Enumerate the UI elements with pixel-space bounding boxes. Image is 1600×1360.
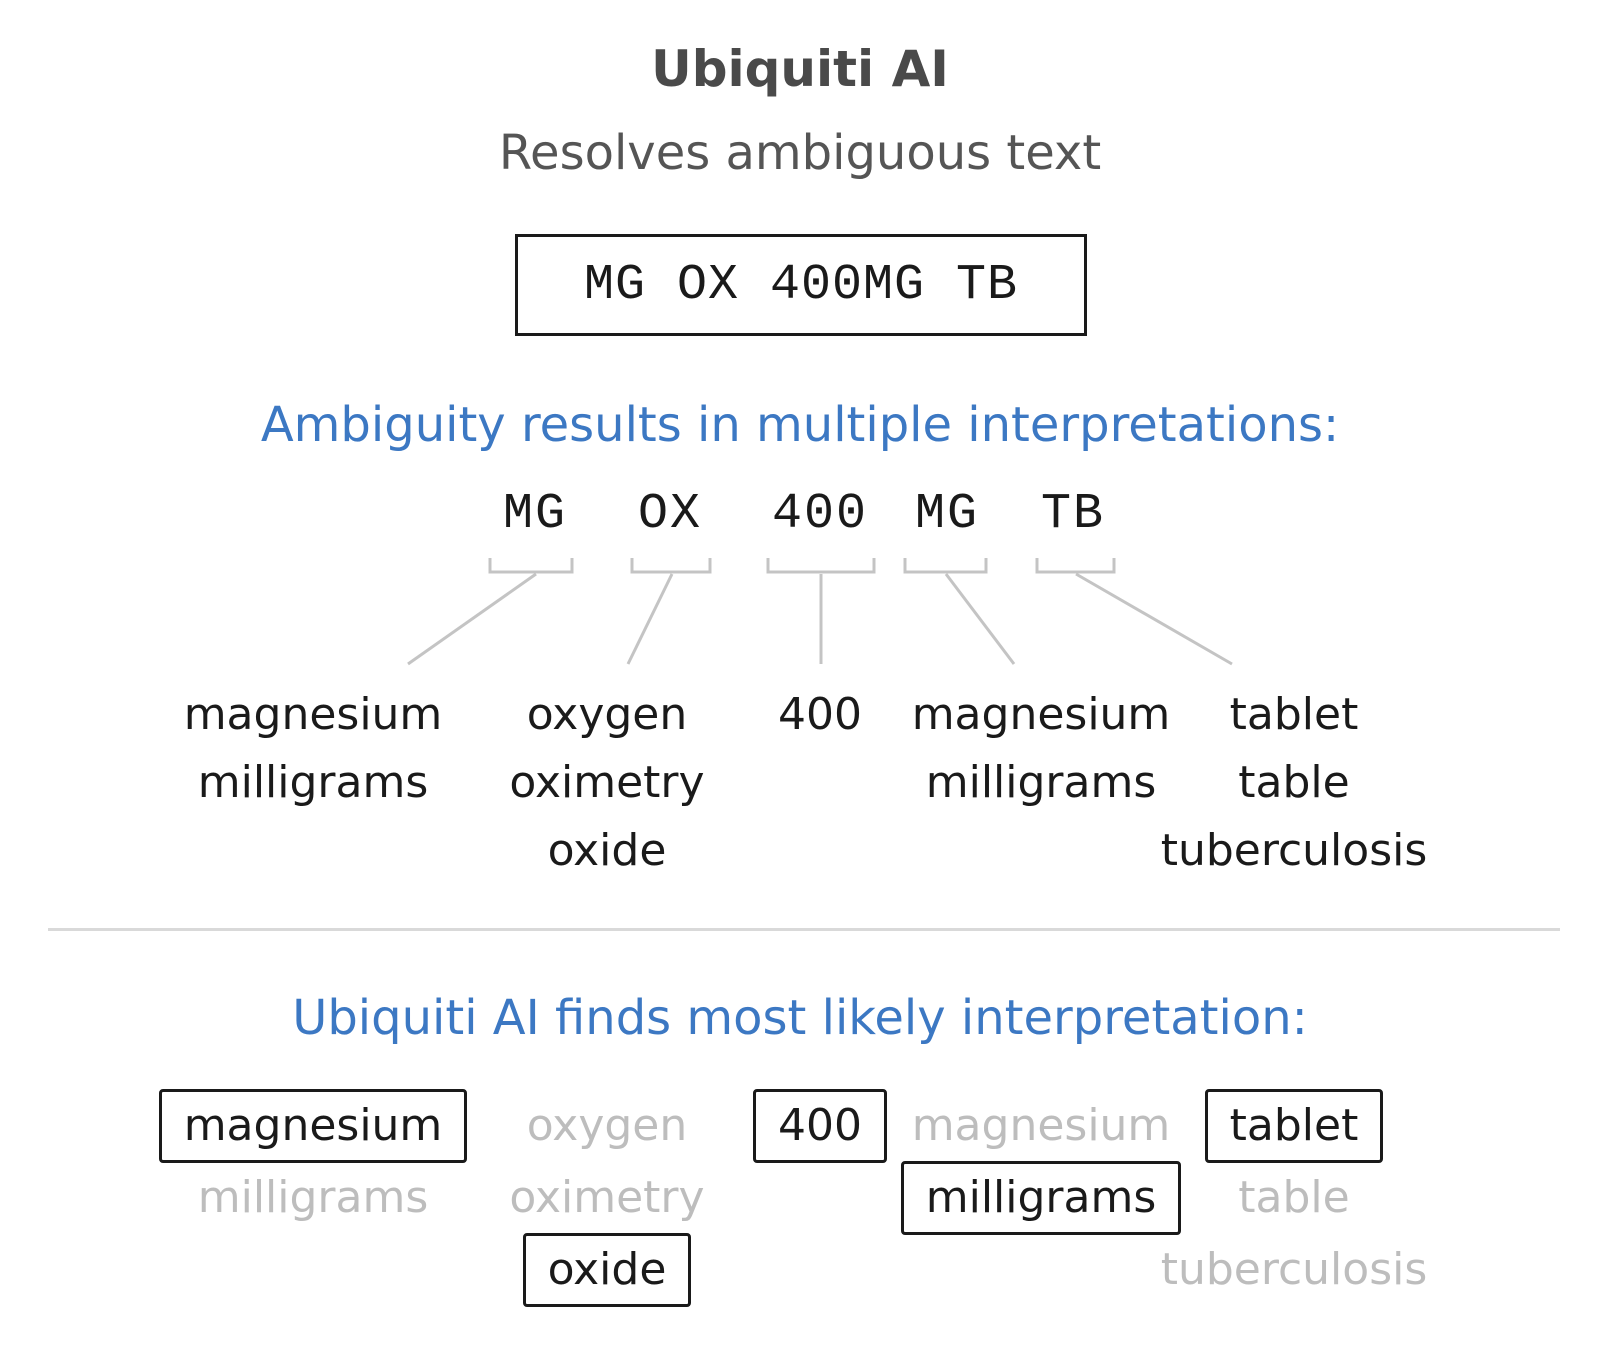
bracket-400 — [766, 558, 876, 574]
section-divider — [48, 928, 1560, 931]
input-text-box: MG OX 400MG TB — [515, 234, 1087, 336]
result-option-tablet: tablet — [1204, 1089, 1384, 1163]
interpretation-column-400: 400 — [670, 681, 970, 749]
result-column-400: 400 — [655, 1089, 985, 1163]
result-column-tb: tablet table tuberculosis — [1129, 1089, 1459, 1306]
option-milligrams: milligrams — [925, 757, 1157, 808]
result-column-mg-2: magnesium milligrams — [876, 1090, 1206, 1235]
bracket-mg-1 — [488, 558, 574, 574]
option-table: table — [1238, 757, 1350, 808]
option-oxide: oxide — [547, 825, 667, 876]
option-milligrams: milligrams — [197, 757, 429, 808]
result-option-magnesium: magnesium — [911, 1100, 1171, 1151]
option-400: 400 — [778, 689, 862, 740]
result-option-milligrams: milligrams — [900, 1161, 1182, 1235]
bracket-mg-2 — [903, 558, 988, 574]
result-option-milligrams: milligrams — [197, 1172, 429, 1223]
token-tb: TB — [1040, 486, 1106, 543]
result-option-oxygen: oxygen — [526, 1100, 688, 1151]
result-heading: Ubiquiti AI finds most likely interpreta… — [292, 990, 1308, 1046]
connector-lines — [407, 558, 1233, 666]
interpretation-column-ox: oxygen oximetry oxide — [457, 681, 757, 885]
result-option-oximetry: oximetry — [509, 1172, 705, 1223]
interpretation-column-mg-2: magnesium milligrams — [891, 681, 1191, 817]
interpretation-column-mg-1: magnesium milligrams — [163, 681, 463, 817]
result-option-tuberculosis: tuberculosis — [1160, 1244, 1428, 1295]
connector-ox — [626, 573, 674, 665]
result-option-oxide: oxide — [522, 1233, 692, 1307]
input-text: MG OX 400MG TB — [583, 256, 1019, 314]
result-option-table: table — [1238, 1172, 1350, 1223]
diagram-subtitle: Resolves ambiguous text — [498, 125, 1102, 181]
token-mg-2: MG — [914, 486, 980, 543]
option-magnesium: magnesium — [911, 689, 1171, 740]
result-column-mg-1: magnesium milligrams — [148, 1089, 478, 1234]
token-400: 400 — [771, 486, 869, 543]
connector-mg-1 — [407, 572, 537, 666]
diagram-title: Ubiquiti AI — [651, 40, 949, 98]
option-oxygen: oxygen — [526, 689, 688, 740]
bracket-ox — [630, 558, 712, 574]
option-tuberculosis: tuberculosis — [1160, 825, 1428, 876]
bracket-tb — [1035, 558, 1116, 574]
result-option-400: 400 — [753, 1089, 887, 1163]
option-oximetry: oximetry — [509, 757, 705, 808]
option-magnesium: magnesium — [183, 689, 443, 740]
connector-mg-2 — [944, 573, 1016, 665]
option-tablet: tablet — [1229, 689, 1359, 740]
token-ox: OX — [637, 486, 703, 543]
connector-tb — [1075, 572, 1233, 666]
result-column-ox: oxygen oximetry oxide — [442, 1090, 772, 1307]
interpretation-column-tb: tablet table tuberculosis — [1144, 681, 1444, 885]
result-option-magnesium: magnesium — [158, 1089, 468, 1163]
ambiguity-heading: Ambiguity results in multiple interpreta… — [260, 397, 1340, 453]
token-mg-1: MG — [502, 486, 568, 543]
